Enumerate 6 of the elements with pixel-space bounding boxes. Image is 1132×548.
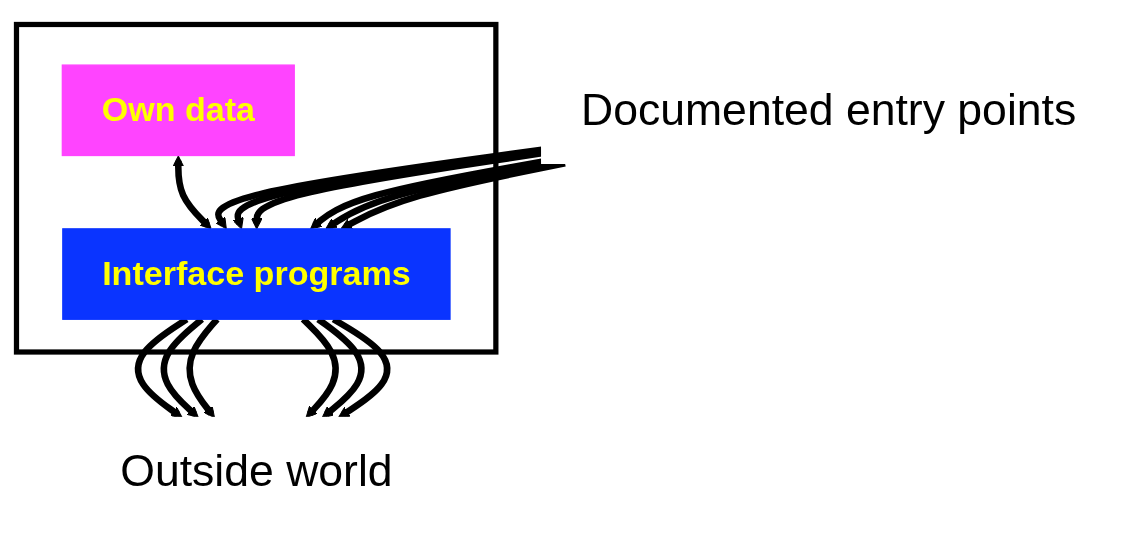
arrow	[172, 155, 212, 230]
node-box: Own data	[61, 64, 295, 157]
cluster	[13, 21, 499, 355]
node-text: Outside world	[120, 444, 393, 495]
node-text: Documented entry points	[581, 84, 1077, 135]
node-box: Interface programs	[62, 228, 451, 320]
